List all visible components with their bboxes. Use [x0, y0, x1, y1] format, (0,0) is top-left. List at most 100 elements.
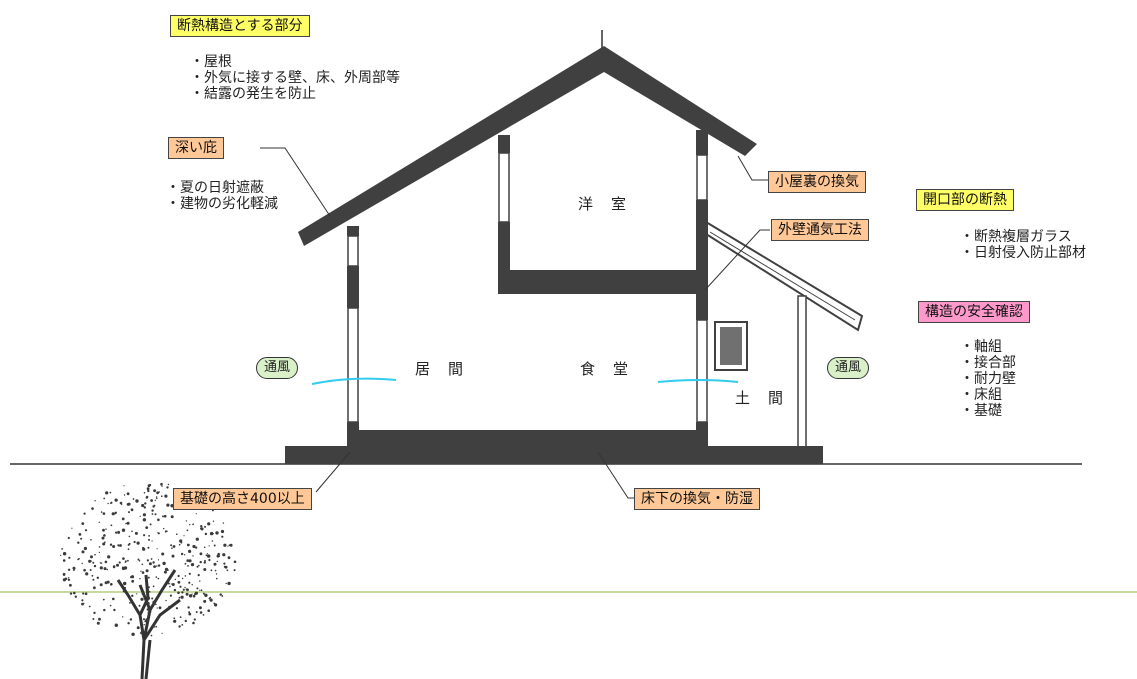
- list-item: 断熱複層ガラス: [960, 229, 1086, 245]
- leaf-dot: [103, 608, 106, 612]
- leaf-dot: [146, 601, 150, 606]
- leaf-dot: [181, 624, 184, 626]
- leaf-dot: [90, 560, 92, 562]
- list-item: 屋根: [190, 54, 400, 70]
- leaf-dot: [103, 567, 107, 571]
- leaf-dot: [148, 538, 150, 541]
- leaf-dot: [195, 611, 198, 613]
- leaf-dot: [147, 546, 150, 549]
- leaf-dot: [90, 555, 93, 559]
- leaf-dot: [62, 552, 67, 556]
- leaf-dot: [161, 495, 163, 498]
- leaf-dot: [152, 585, 155, 588]
- leaf-dot: [74, 595, 78, 598]
- leaf-dot: [78, 557, 80, 560]
- underfloor-ventilation-label: 床下の換気・防湿: [634, 488, 760, 510]
- leaf-dot: [122, 616, 124, 618]
- leaf-dot: [67, 536, 70, 540]
- leaf-dot: [179, 539, 183, 543]
- leaf-dot: [61, 548, 63, 550]
- leaf-dot: [81, 550, 85, 554]
- leaf-dot: [143, 492, 146, 494]
- leaf-dot: [149, 523, 152, 526]
- leaf-dot: [145, 569, 149, 573]
- leaf-dot: [152, 561, 155, 564]
- leaf-dot: [212, 533, 214, 535]
- leaf-dot: [177, 574, 180, 578]
- leaf-dot: [158, 491, 160, 493]
- leaf-dot: [187, 606, 190, 609]
- leaf-dot: [114, 498, 118, 502]
- leaf-dot: [136, 626, 140, 630]
- leaf-dot: [144, 620, 146, 623]
- leaf-dot: [146, 596, 151, 600]
- leaf-dot: [91, 574, 94, 577]
- leaf-dot: [181, 577, 184, 580]
- leaf-dot: [124, 586, 127, 589]
- leaf-dot: [148, 591, 151, 593]
- leaf-dot: [150, 634, 153, 637]
- leaf-dot: [169, 594, 172, 597]
- leaf-dot: [177, 591, 180, 595]
- leaf-dot: [100, 511, 103, 513]
- leaf-dot: [119, 544, 122, 547]
- leaf-dot: [150, 558, 153, 560]
- leaf-dot: [217, 552, 220, 556]
- leaf-dot: [166, 486, 169, 489]
- leaf-dot: [84, 529, 88, 532]
- leaf-dot: [127, 559, 129, 562]
- leaf-dot: [171, 583, 175, 586]
- leaf-dot: [166, 530, 168, 533]
- leaf-dot: [188, 572, 191, 575]
- leaf-dot: [60, 554, 62, 557]
- list-item: 軸組: [960, 339, 1016, 355]
- leaf-dot: [173, 571, 175, 573]
- leaf-dot: [156, 616, 159, 620]
- leaf-dot: [92, 578, 95, 581]
- leaf-dot: [222, 522, 225, 524]
- leaf-dot: [83, 546, 87, 551]
- leaf-dot: [147, 489, 150, 493]
- leaf-dot: [90, 539, 92, 541]
- leaf-dot: [203, 599, 207, 603]
- leaf-dot: [92, 618, 95, 620]
- leaf-dot: [151, 624, 154, 628]
- leaf-dot: [73, 591, 76, 595]
- leaf-dot: [148, 562, 152, 566]
- leaf-dot: [135, 499, 139, 503]
- leaf-dot: [209, 598, 213, 602]
- leaf-dot: [103, 497, 106, 500]
- leaf-dot: [147, 589, 150, 592]
- leaf-dot: [157, 518, 160, 522]
- leaf-dot: [156, 548, 158, 550]
- leaf-dot: [184, 619, 187, 623]
- leaf-dot: [178, 596, 181, 599]
- leaf-dot: [114, 623, 119, 627]
- leaf-dot: [223, 562, 226, 565]
- leaf-dot: [199, 580, 201, 582]
- leaf-dot: [93, 611, 96, 615]
- leaf-dot: [167, 582, 170, 585]
- leaf-dot: [126, 521, 130, 525]
- leaf-dot: [183, 535, 185, 537]
- leaf-dot: [91, 507, 94, 510]
- leaf-dot: [179, 616, 182, 618]
- leaf-dot: [194, 591, 198, 595]
- leaf-dot: [147, 484, 151, 488]
- leaf-dot: [147, 611, 151, 614]
- leaf-dot: [203, 561, 206, 564]
- leaf-dot: [162, 515, 164, 518]
- leaf-dot: [133, 540, 136, 544]
- leaf-dot: [125, 522, 127, 525]
- leaf-dot: [109, 491, 112, 494]
- leaf-dot: [142, 546, 145, 550]
- leaf-dot: [216, 577, 218, 580]
- leaf-dot: [158, 606, 162, 610]
- leaf-dot: [170, 583, 172, 585]
- leaf-dot: [157, 559, 160, 561]
- leaf-dot: [160, 482, 163, 486]
- leaf-dot: [200, 527, 204, 531]
- leaf-dot: [189, 524, 191, 526]
- leaf-dot: [63, 574, 65, 576]
